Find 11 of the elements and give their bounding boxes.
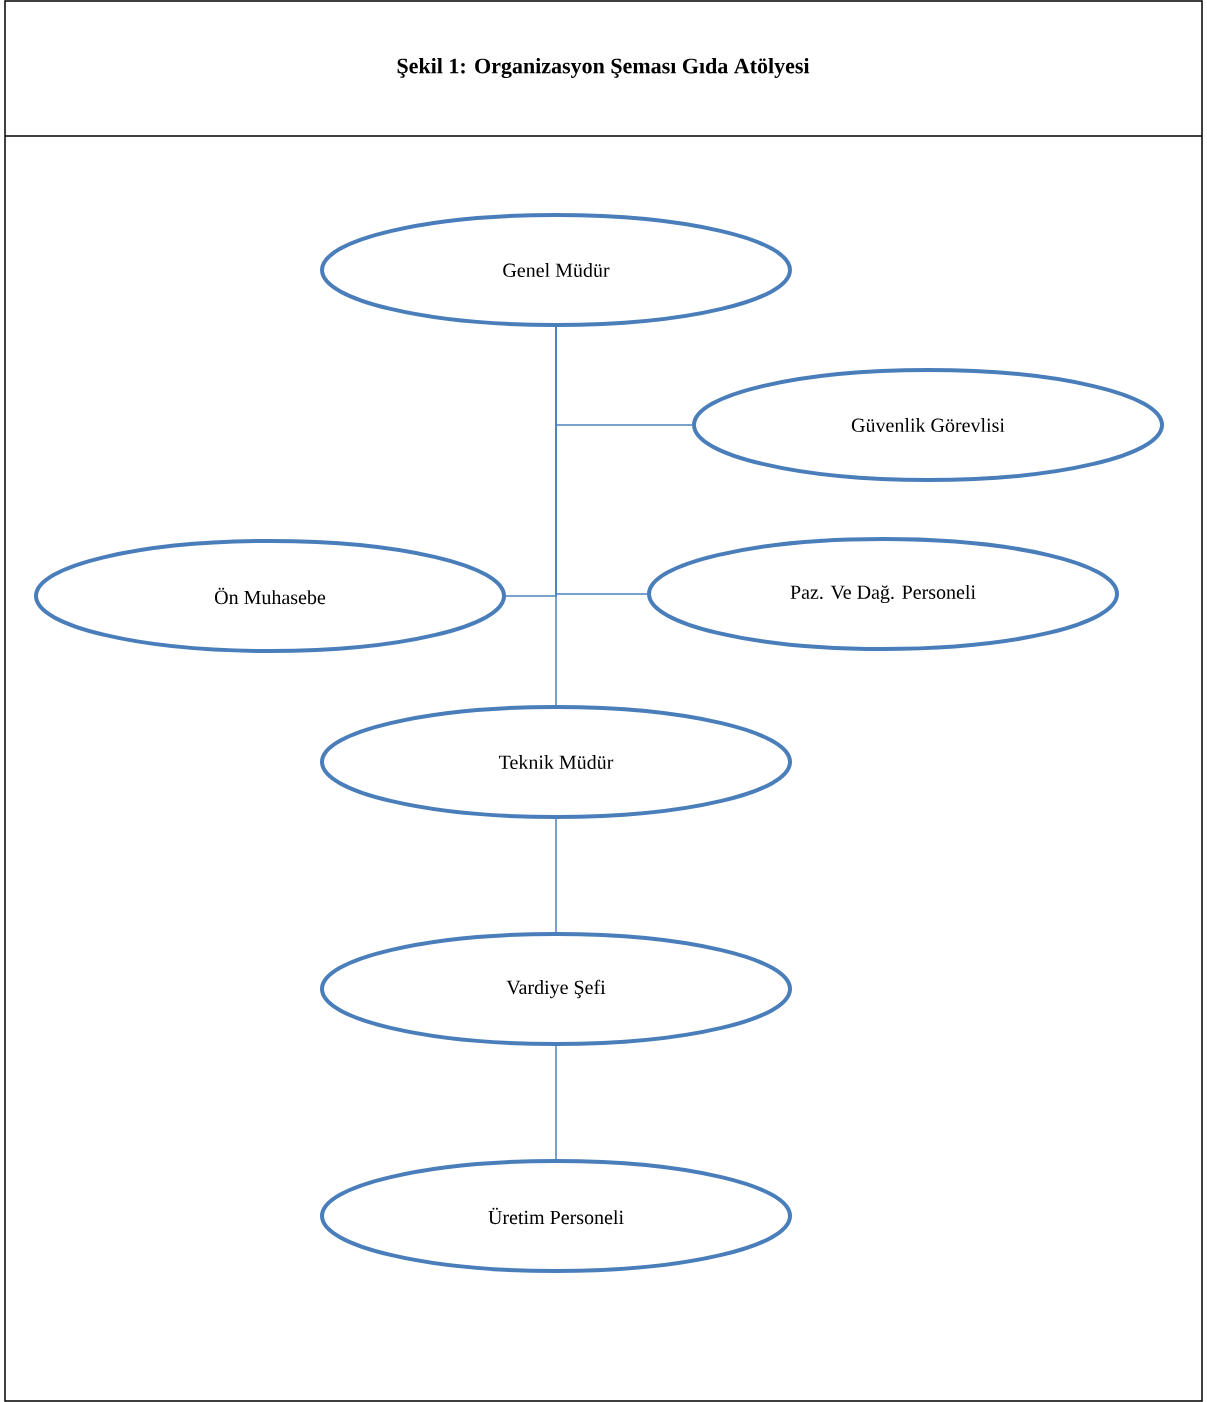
ellipse-node: Üretim Personeli [320, 1159, 792, 1273]
ellipse-node: Ön Muhasebe [34, 539, 506, 653]
connector-line [555, 326, 557, 706]
ellipse-node: Güvenlik Görevlisi [692, 368, 1164, 482]
title: Şekil 1: Organizasyon Şeması Gıda Atölyesi [397, 57, 810, 79]
ellipse-node: Genel Müdür [320, 213, 792, 327]
ellipse-node: Teknik Müdür [320, 705, 792, 819]
connector-line [555, 1045, 557, 1160]
ellipse-node: Paz. Ve Dağ. Personeli [647, 537, 1119, 651]
connector-line [555, 818, 557, 933]
ellipse-node: Vardiye Şefi [320, 932, 792, 1046]
